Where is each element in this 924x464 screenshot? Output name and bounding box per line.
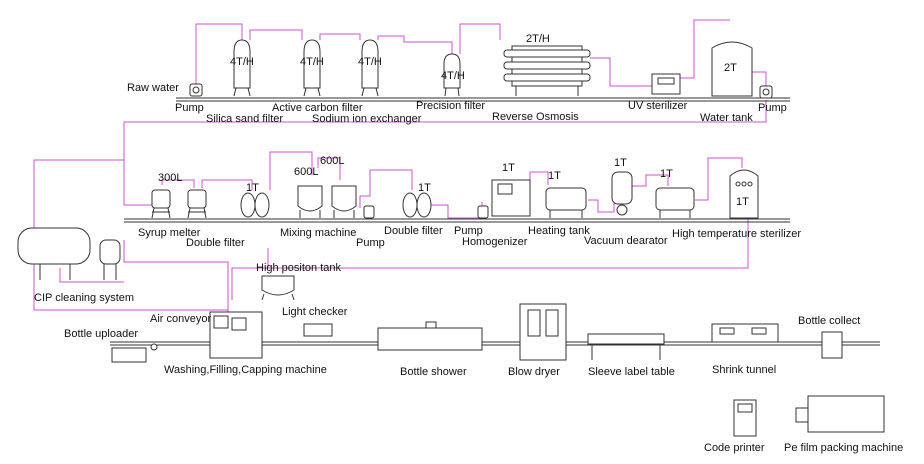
pump-1-label: Pump: [175, 102, 204, 114]
double-filter-1-label: Double filter: [186, 237, 245, 249]
capacity-sterilizer-tank: 1T: [660, 168, 673, 180]
mixing-machine-icon: [297, 185, 357, 218]
heating-tank-label: Heating tank: [528, 225, 590, 237]
high-temperature-sterilizer-label: High temperature sterilizer: [672, 228, 801, 240]
bottle-shower-icon: [377, 321, 483, 351]
silica-sand-filter-label: Silica sand filter: [206, 113, 284, 125]
pump-2-label: Pump: [758, 102, 787, 114]
washing-filling-capping-machine-icon: [209, 311, 263, 359]
sodium-ion-exchanger-label: Sodium ion exchanger: [312, 113, 422, 125]
double-filter-2-label: Double filter: [384, 225, 443, 237]
pipe-network: [33, 19, 767, 312]
reverse-osmosis-icon: [503, 45, 591, 96]
uv-sterilizer-icon: [651, 73, 681, 95]
capacity-precision: 4T/H: [441, 70, 465, 82]
active-carbon-filter-label: Active carbon filter: [272, 102, 363, 114]
vacuum-dearator-label: Vacuum dearator: [584, 235, 668, 247]
water-tank-label: Water tank: [700, 112, 753, 124]
high-temperature-sterilizer-icon: [729, 169, 759, 219]
pump-4-icon: [477, 205, 489, 219]
sodium-ion-exchanger-icon: [361, 39, 379, 97]
capacity-homogenizer: 1T: [502, 162, 515, 174]
cip-equipment: [17, 227, 295, 301]
pump-1-icon: [189, 83, 203, 97]
capacity-silica-sand: 4T/H: [230, 56, 254, 68]
pe-film-packing-machine-icon: [795, 395, 885, 433]
capacity-double-filter-2: 1T: [418, 182, 431, 194]
mixing-machine-label: Mixing machine: [280, 227, 357, 239]
pump-2-icon: [759, 85, 773, 99]
bottle-uploader-icon: [111, 343, 158, 363]
air-conveyor-label: Air conveyor: [150, 313, 212, 325]
capacity-sodium: 4T/H: [358, 56, 382, 68]
homogenizer-label: Homogenizer: [462, 236, 528, 248]
capacity-syrup: 300L: [158, 172, 183, 184]
high-position-tank-icon: [261, 275, 295, 301]
high-position-tank-label: High positon tank: [256, 262, 341, 274]
heating-tank-icon: [545, 187, 587, 218]
light-checker-label: Light checker: [282, 306, 348, 318]
light-checker-icon: [303, 323, 333, 337]
capacity-mix-b: 600L: [320, 155, 345, 167]
syrup-melter-icon: [151, 189, 171, 219]
syrup-filter-icon: [187, 189, 207, 219]
capacity-mix-a: 600L: [294, 166, 319, 178]
pump-4-label: Pump: [454, 225, 483, 237]
sleeve-label-table-label: Sleeve label table: [588, 366, 675, 378]
capacity-carbon: 4T/H: [300, 56, 324, 68]
capacity-water-tank: 2T: [724, 62, 737, 74]
sterilizer-tank-icon: [655, 187, 695, 218]
uv-sterilizer-label: UV sterilizer: [628, 100, 688, 112]
washing-filling-capping-label: Washing,Filling,Capping machine: [164, 364, 327, 376]
homogenizer-icon: [491, 179, 531, 217]
double-filter-1-icon: [240, 192, 270, 218]
floor-lines: [110, 97, 880, 346]
code-printer-label: Code printer: [704, 442, 765, 454]
bottle-collect-icon: [821, 331, 843, 359]
pump-3-icon: [363, 205, 375, 219]
reverse-osmosis-label: Reverse Osmosis: [492, 111, 579, 123]
capacity-double-filter-1: 1T: [246, 182, 259, 194]
bottle-uploader-label: Bottle uploader: [64, 328, 138, 340]
sleeve-label-table-icon: [587, 333, 665, 360]
capacity-high-temp-sterilizer: 1T: [736, 196, 749, 208]
raw-water-label: Raw water: [127, 82, 179, 94]
code-printer-icon: [733, 399, 757, 437]
capacity-heating: 1T: [548, 170, 561, 182]
vacuum-dearator-icon: [611, 171, 633, 216]
water-treatment-equipment: [189, 39, 773, 99]
mixing-line-equipment: [151, 169, 759, 219]
double-filter-2-icon: [402, 192, 432, 218]
water-tank-icon: [711, 41, 753, 97]
bottle-shower-label: Bottle shower: [400, 366, 467, 378]
shrink-tunnel-label: Shrink tunnel: [712, 364, 777, 376]
capacity-ro: 2T/H: [526, 33, 550, 45]
shrink-tunnel-icon: [711, 323, 779, 343]
pump-3-label: Pump: [356, 237, 385, 249]
cip-tank-icon: [17, 227, 121, 280]
blow-dryer-label: Blow dryer: [508, 366, 560, 378]
precision-filter-label: Precision filter: [416, 100, 486, 112]
silica-sand-filter-icon: [233, 39, 251, 97]
capacity-dearator: 1T: [614, 157, 627, 169]
bottle-collect-label: Bottle collect: [798, 315, 861, 327]
cip-cleaning-system-label: CIP cleaning system: [34, 292, 135, 304]
pe-film-packing-label: Pe film packing machine: [784, 442, 904, 454]
syrup-melter-label: Syrup melter: [138, 227, 201, 239]
active-carbon-filter-icon: [303, 39, 321, 97]
precision-filter-icon: [443, 53, 461, 97]
blow-dryer-icon: [519, 303, 567, 361]
bottling-line-equipment: [111, 303, 885, 437]
